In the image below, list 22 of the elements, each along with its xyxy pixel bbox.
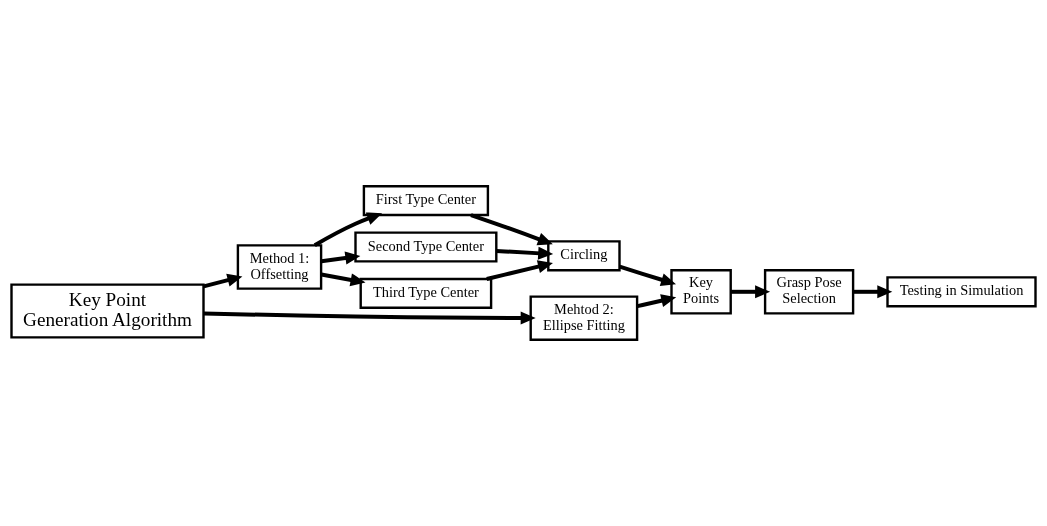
node-box: First Type Center xyxy=(362,185,490,217)
arrow xyxy=(496,246,554,260)
arrow xyxy=(730,285,771,299)
arrow xyxy=(203,273,243,289)
arrow xyxy=(321,272,366,287)
node-box: Second Type Center xyxy=(354,231,498,263)
arrow xyxy=(486,260,553,281)
node-box: Key Points xyxy=(670,269,732,315)
arrow xyxy=(853,285,893,299)
arrow xyxy=(619,264,676,287)
node-box: Grasp Pose Selection xyxy=(763,269,855,315)
node-box: Testing in Simulation xyxy=(886,276,1037,308)
arrow xyxy=(313,212,383,247)
node-box: Mehtod 2: Ellipse Fitting xyxy=(529,295,639,341)
arrow xyxy=(203,311,536,325)
node-box: Third Type Center xyxy=(359,277,493,309)
arrow xyxy=(637,294,677,309)
arrow xyxy=(321,251,361,265)
node-box: Method 1: Offsetting xyxy=(236,244,323,290)
node-box: Circling xyxy=(547,240,621,272)
arrow xyxy=(470,213,553,246)
node-box: Key Point Generation Algorithm xyxy=(10,283,205,339)
